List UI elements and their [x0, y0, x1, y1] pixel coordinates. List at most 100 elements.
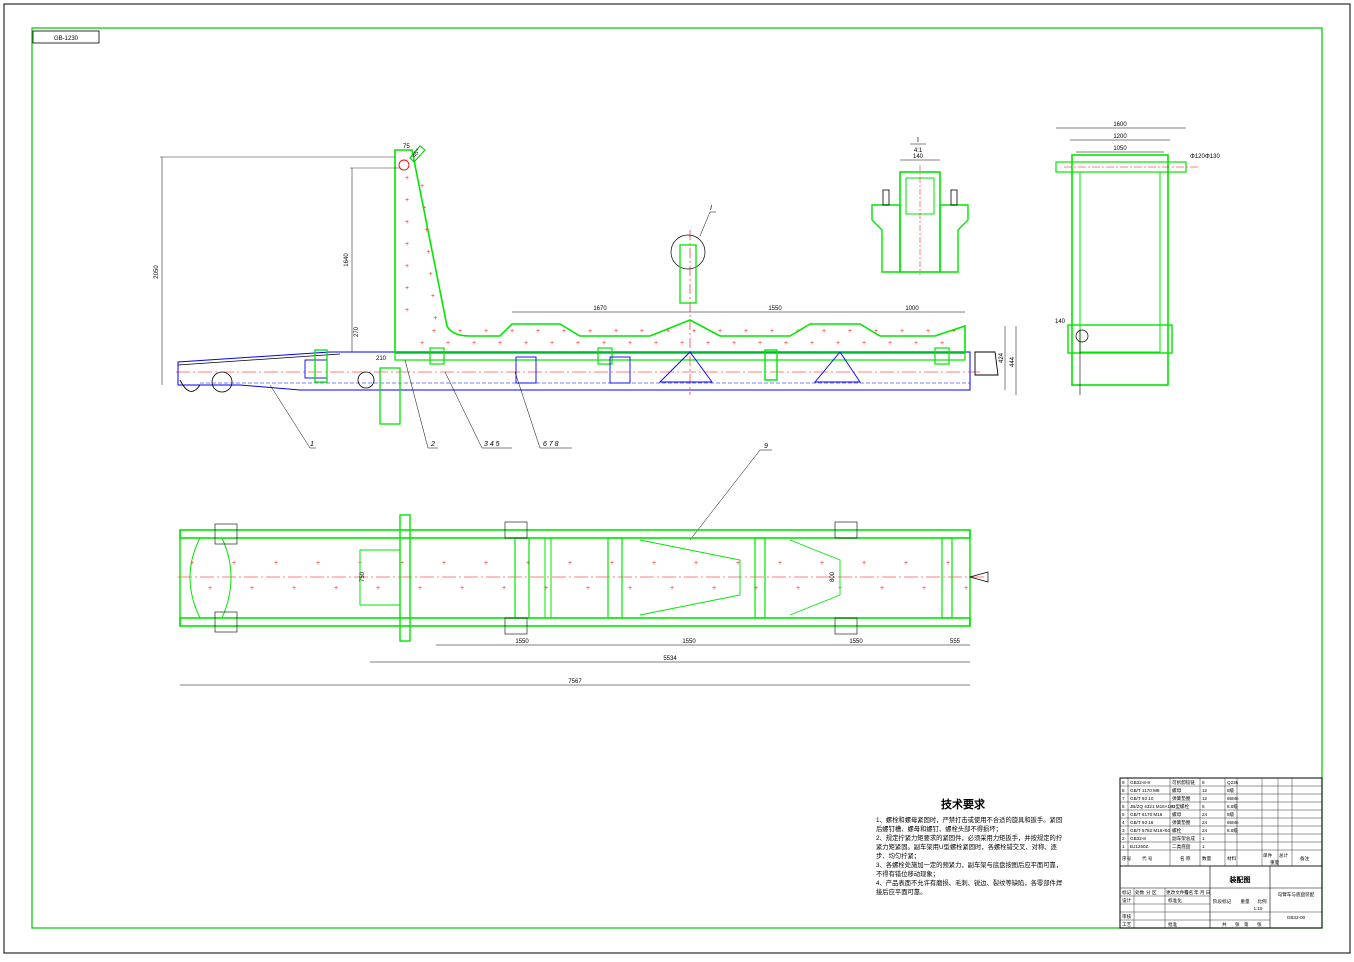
bolt-mark: +: [427, 249, 431, 256]
bolt-mark: +: [510, 328, 514, 335]
bolt-mark: +: [640, 328, 644, 335]
plan-rail-bottom: [179, 617, 971, 627]
rear-block: [304, 359, 328, 379]
part-material: 65Mn: [1227, 820, 1239, 825]
plan-crossbar: [399, 514, 411, 642]
bolt-mark: +: [446, 340, 450, 347]
bolt-mark: +: [822, 328, 826, 335]
bolt-mark: +: [568, 560, 572, 567]
bolt-mark: +: [952, 328, 956, 335]
bolt-mark: +: [550, 340, 554, 347]
bolt-mark: +: [888, 340, 892, 347]
dim-seg1: 1670: [593, 306, 607, 312]
part-no: 1: [1122, 844, 1125, 849]
technical-notes: 技术要求 1、螺栓和螺母紧固时，严禁打击或使用不合适的旋具和扳手。紧固 后螺钉槽…: [876, 797, 1063, 896]
part-material: 8.8级: [1227, 803, 1238, 810]
detail-label: I: [917, 137, 919, 144]
bolt-mark: +: [628, 340, 632, 347]
bolt-mark: +: [848, 328, 852, 335]
part-material: 8.8级: [1227, 827, 1238, 834]
outer-border: [3, 3, 1351, 954]
front-hook: [179, 379, 201, 392]
bolt-mark: +: [472, 340, 476, 347]
part-code: GB/T 93 16: [1130, 820, 1154, 825]
bolt-mark: +: [946, 560, 950, 567]
part-qty: 1: [1202, 836, 1205, 841]
end-view: 1600 1200 1050 Φ120 Φ130 140: [1055, 122, 1220, 395]
bracket-2: [597, 347, 613, 365]
leader-678-line: [514, 371, 572, 449]
bolt-mark: +: [732, 340, 736, 347]
bolt-mark: +: [208, 585, 212, 592]
bolt-mark: +: [376, 585, 380, 592]
bolt-mark: +: [628, 585, 632, 592]
part-material: Q235: [1227, 780, 1239, 785]
part-no: 7: [1122, 796, 1125, 801]
part-qty: 24: [1202, 812, 1208, 817]
plan-dim-s2: 1550: [682, 639, 696, 645]
plan-cross-member-1: [514, 537, 530, 619]
header-total: 总计: [1279, 852, 1289, 859]
bolt-mark: +: [810, 340, 814, 347]
plan-cross-member-1b: [544, 537, 552, 619]
bolt-mark: +: [429, 271, 433, 278]
part-qty: 24: [1202, 820, 1208, 825]
plan-bracket-2: [214, 611, 238, 633]
note-line-8: 4、产品表面不允许有磨损、毛刺、锐边、裂纹等缺陷，各零部件焊: [876, 878, 1063, 887]
drawing-code-box: [32, 30, 100, 44]
note-line-5: 步、均匀拧紧；: [876, 851, 920, 860]
part-name: U型螺栓: [1172, 803, 1190, 810]
header-remark: 备注: [1300, 855, 1310, 862]
part-name: 螺栓: [1172, 827, 1182, 834]
bolt-mark: +: [334, 585, 338, 592]
dim-arm-top: 75: [403, 144, 410, 150]
part-no: 8: [1122, 788, 1125, 793]
plan-dim-mid: 5534: [663, 656, 677, 662]
bolt-mark: +: [400, 560, 404, 567]
bolt-mark: +: [498, 340, 502, 347]
bolt-mark: +: [862, 340, 866, 347]
part-qty: 6: [1202, 804, 1205, 809]
detail-left-plate: [871, 204, 901, 273]
part-name: 弹簧垫圈: [1172, 819, 1191, 826]
part-no: 5: [1122, 812, 1125, 817]
bolt-mark: +: [405, 307, 409, 314]
part-no: 2: [1122, 836, 1125, 841]
tb-rev-doc: 更改文件号: [1166, 889, 1189, 896]
plan-dim-width: 800: [830, 571, 836, 582]
bolt-mark: +: [433, 315, 437, 322]
end-frame-inner: [1079, 171, 1161, 353]
bolt-mark: +: [820, 560, 824, 567]
part-code: GB/T 93 10: [1130, 796, 1154, 801]
chassis-taper-line: [177, 353, 341, 366]
bolt-mark: +: [458, 328, 462, 335]
bolt-mark: +: [900, 328, 904, 335]
bolt-mark: +: [424, 227, 428, 234]
plan-cross-member-4: [941, 537, 953, 619]
leader-2-line: [404, 359, 438, 449]
leader-1: 1: [310, 441, 314, 448]
part-qty: 12: [1202, 796, 1208, 801]
gusset-1: [658, 351, 713, 383]
end-dim-right1: Φ120: [1190, 154, 1205, 160]
part-name: 螺母: [1172, 811, 1182, 818]
header-single: 单件: [1263, 852, 1273, 859]
tb-drawing-no: GB32-00: [1287, 915, 1306, 920]
bolt-mark: +: [405, 197, 409, 204]
bolt-mark: +: [718, 328, 722, 335]
header-no: 序号: [1122, 855, 1132, 862]
bolt-mark: +: [796, 585, 800, 592]
bolt-mark: +: [736, 560, 740, 567]
tb-sheets-unit1: 张: [1235, 921, 1240, 928]
tb-product: 勾臂车与底盘装配: [1278, 891, 1315, 898]
tb-approve: 批准: [1168, 921, 1178, 928]
leader-2: 2: [430, 441, 435, 448]
bolt-mark: +: [405, 241, 409, 248]
u-bolt-block: [764, 349, 778, 381]
hook-arm-outline: [394, 149, 966, 354]
header-code: 代 号: [1142, 855, 1153, 862]
note-line-2: 后螺钉槽、螺母和螺钉、螺栓头部不得损坏；: [876, 824, 1002, 833]
bolt-mark: +: [758, 340, 762, 347]
bolt-mark: +: [964, 585, 968, 592]
tb-drawing-name: 装配图: [1229, 875, 1251, 884]
